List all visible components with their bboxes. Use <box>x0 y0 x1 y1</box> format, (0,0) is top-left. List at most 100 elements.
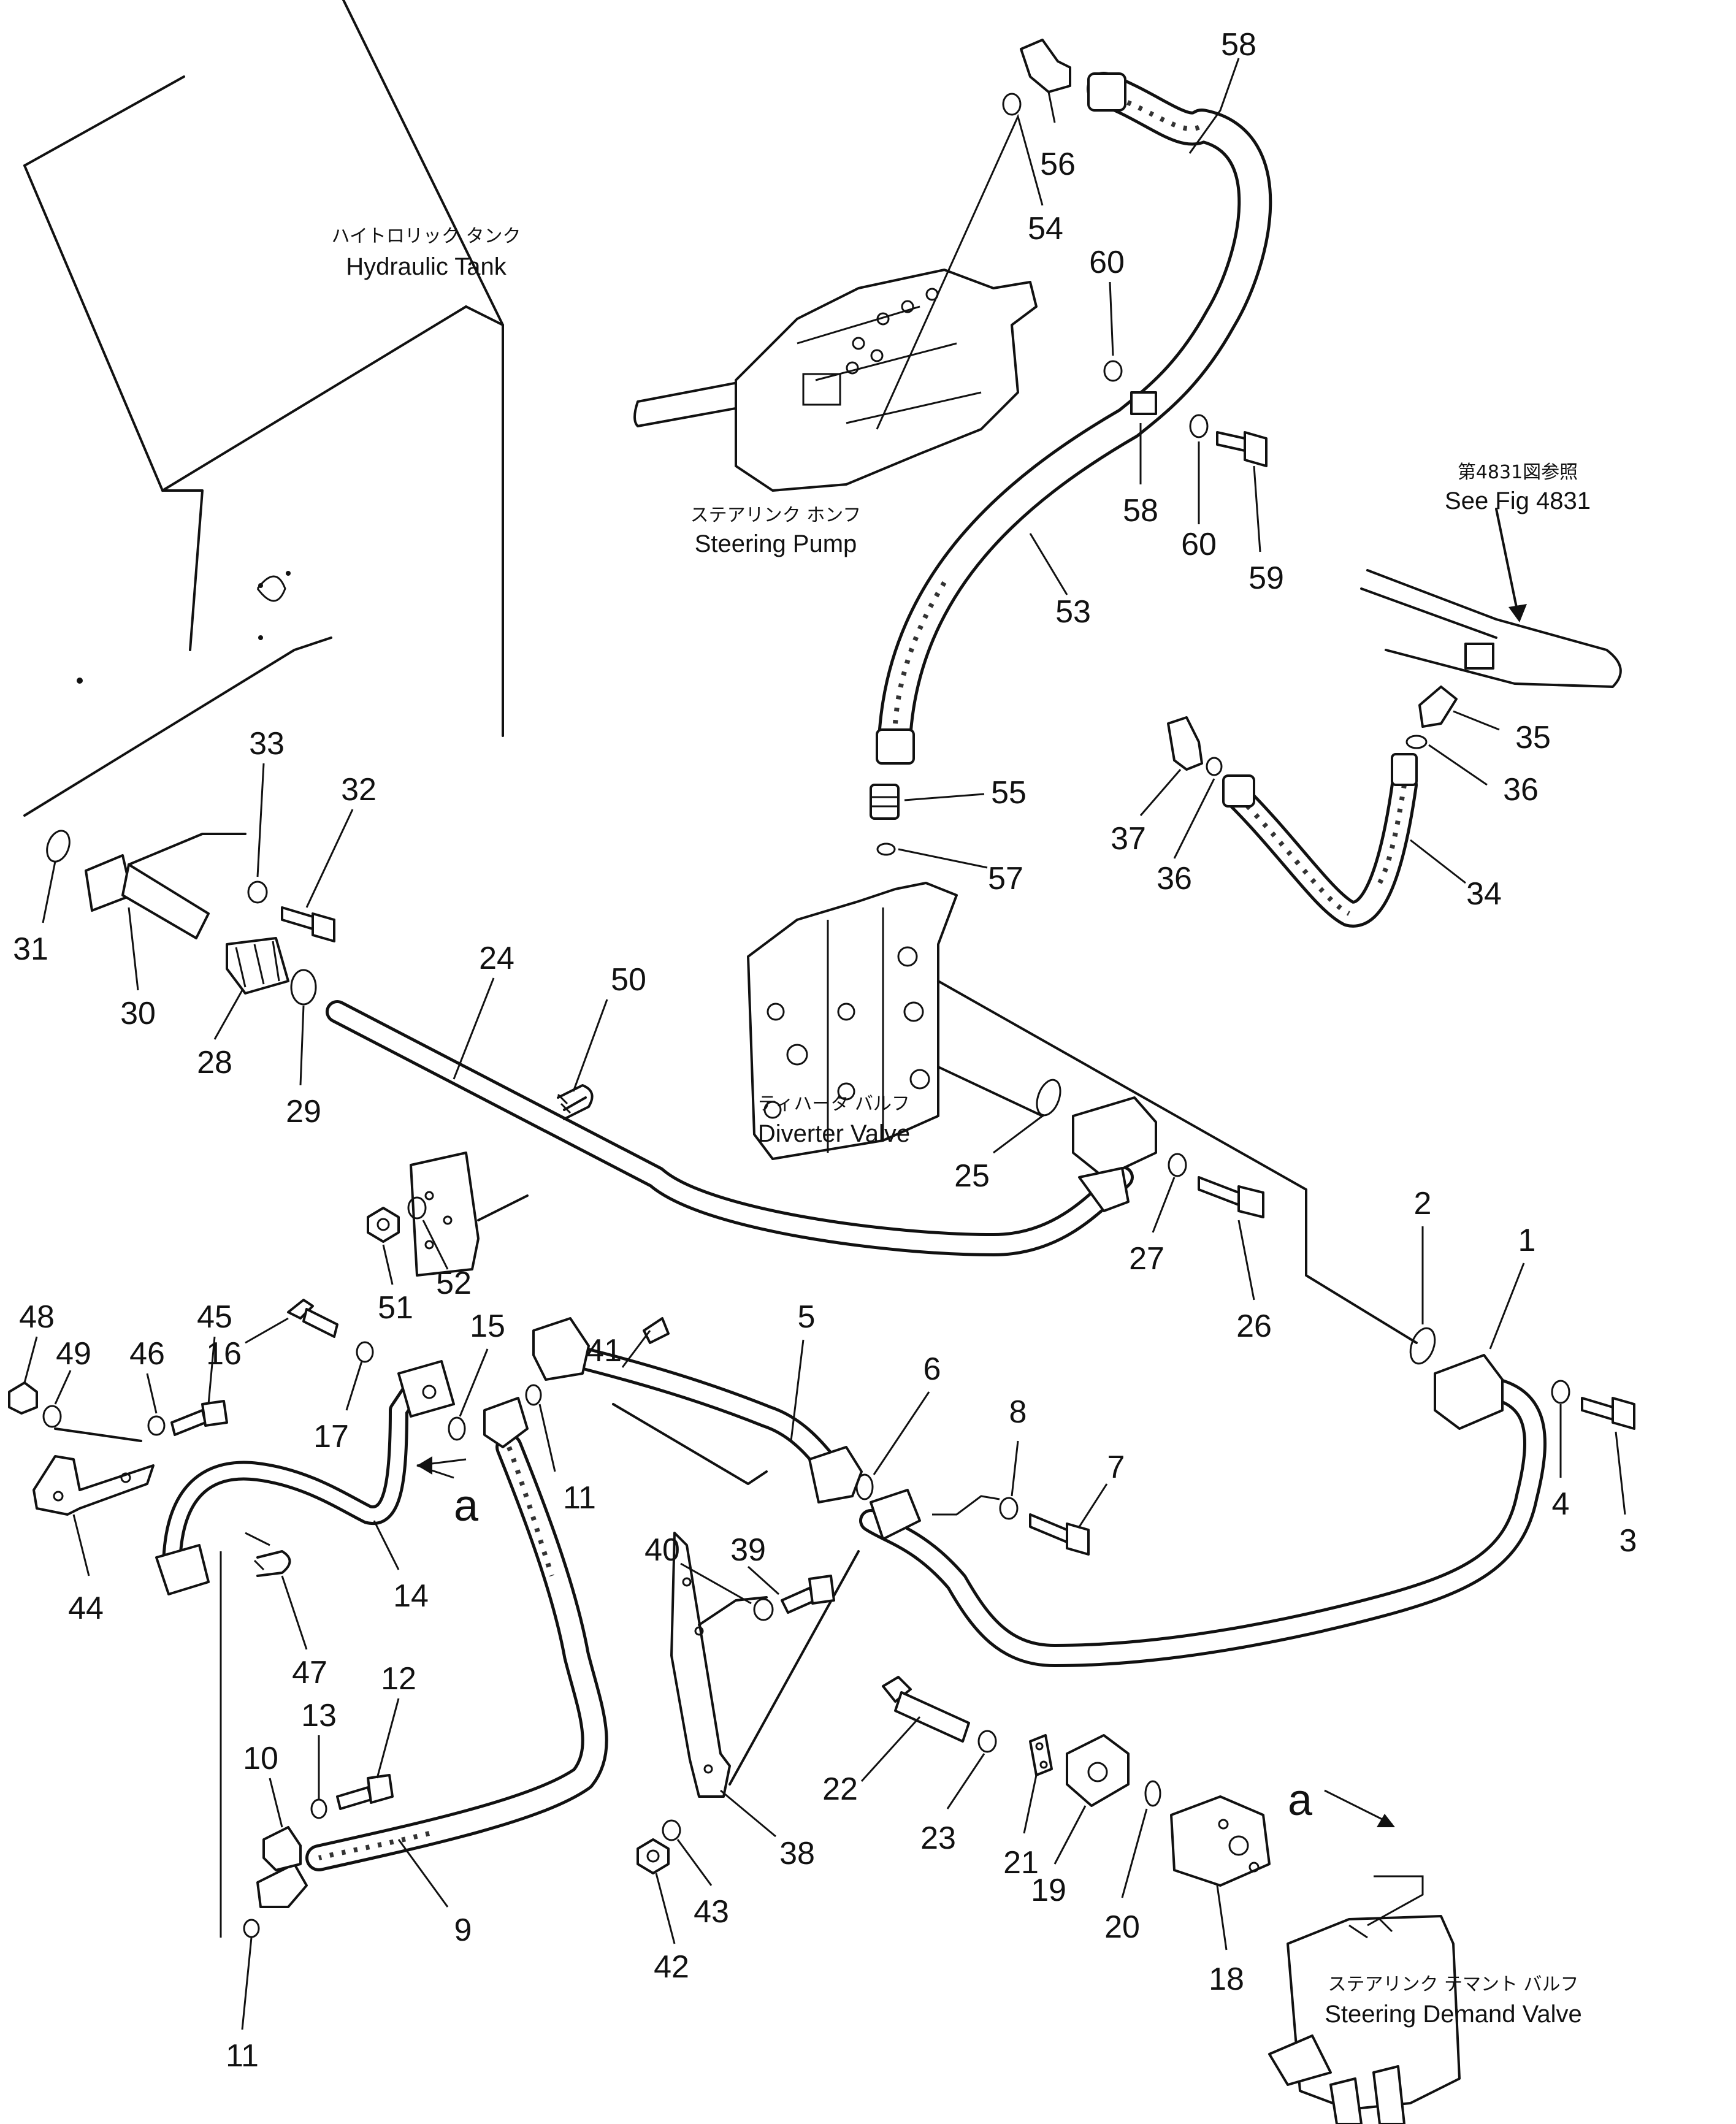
callout-52: 52 <box>436 1266 472 1301</box>
callout-8: 8 <box>1009 1394 1027 1430</box>
callout-25: 25 <box>954 1158 990 1194</box>
steering-pump-label-en: Steering Pump <box>695 530 857 557</box>
view-a-label-top: a <box>1288 1776 1313 1825</box>
steering-demand-valve <box>1268 1915 1461 2124</box>
nut-42 <box>637 1838 670 1874</box>
o-ring-57 <box>876 842 896 856</box>
callout-24: 24 <box>479 941 514 976</box>
o-ring-25 <box>1036 1079 1061 1117</box>
callout-46: 46 <box>129 1336 165 1372</box>
callout-4: 4 <box>1552 1486 1570 1522</box>
callout-31: 31 <box>13 931 48 967</box>
callout-2: 2 <box>1414 1186 1432 1221</box>
callout-58-lower: 58 <box>1123 493 1158 529</box>
callout-35: 35 <box>1515 720 1551 755</box>
bracket-38 <box>670 1532 860 1798</box>
bracket-44 <box>33 1427 155 1516</box>
callout-3: 3 <box>1619 1523 1637 1559</box>
callout-18: 18 <box>1209 1962 1244 1997</box>
callout-1: 1 <box>1518 1223 1536 1258</box>
return-pipe-see-fig-4831 <box>1360 508 1622 688</box>
o-ring-31 <box>46 830 71 863</box>
callout-54: 54 <box>1028 211 1063 246</box>
callout-36-upper: 36 <box>1503 772 1539 808</box>
steering-demand-valve-label-en: Steering Demand Valve <box>1325 2001 1582 2028</box>
callout-7: 7 <box>1107 1450 1125 1485</box>
callout-47: 47 <box>292 1655 327 1690</box>
callout-numbers: 58 56 54 60 58 60 59 53 35 36 34 37 36 5… <box>13 27 1637 2074</box>
callout-43: 43 <box>694 1894 729 1930</box>
callout-9: 9 <box>454 1912 472 1948</box>
callout-58: 58 <box>1221 27 1256 63</box>
suction-pipe-30 <box>85 833 247 939</box>
nut-51 <box>367 1207 400 1243</box>
callout-17: 17 <box>313 1419 349 1454</box>
callout-20: 20 <box>1104 1909 1140 1945</box>
hose-28 <box>226 937 289 995</box>
hydraulic-tank <box>23 0 504 817</box>
callout-60-lower: 60 <box>1181 527 1217 562</box>
washer-40 <box>753 1598 774 1621</box>
o-ring-11-upper <box>525 1384 542 1406</box>
callout-32: 32 <box>341 772 377 808</box>
bolt-3 <box>1581 1397 1635 1430</box>
callout-53: 53 <box>1055 594 1091 630</box>
o-ring-20 <box>1144 1780 1161 1807</box>
callout-30: 30 <box>120 996 156 1031</box>
o-ring-11-lower <box>243 1919 260 1938</box>
diverter-valve <box>747 882 1418 1344</box>
callout-48: 48 <box>19 1299 55 1335</box>
callout-36-lower: 36 <box>1157 861 1192 896</box>
bolt-59 <box>1216 431 1268 467</box>
bolt-39 <box>781 1575 835 1614</box>
callout-55: 55 <box>991 775 1027 811</box>
callout-49: 49 <box>56 1336 91 1372</box>
diverter-valve-label-en: Diverter Valve <box>758 1120 910 1147</box>
callout-29: 29 <box>286 1094 321 1129</box>
washer-43 <box>662 1819 681 1841</box>
elbow-fitting-35 <box>1418 686 1458 728</box>
hose-clamp-29 <box>290 969 317 1006</box>
hydraulic-tank-label-en: Hydraulic Tank <box>346 253 507 280</box>
see-fig-label-en: See Fig 4831 <box>1445 487 1591 514</box>
bolt-7 <box>1029 1513 1090 1556</box>
hose-53 <box>876 72 1272 765</box>
o-ring-15 <box>448 1416 466 1441</box>
hose-34 <box>1222 753 1418 928</box>
adapter-55 <box>870 784 900 820</box>
washer-17 <box>356 1341 374 1363</box>
callout-22: 22 <box>822 1771 858 1807</box>
callout-33: 33 <box>249 726 285 762</box>
washer-60 <box>1103 360 1123 382</box>
flange-19 <box>1066 1734 1130 1807</box>
elbow-fitting-56 <box>1020 39 1071 93</box>
callout-56: 56 <box>1040 147 1076 182</box>
callout-5: 5 <box>798 1299 816 1335</box>
steering-pump-label-jp: ステアリンク ホンフ <box>690 505 862 526</box>
bolt-26 <box>1198 1176 1264 1218</box>
callout-13: 13 <box>301 1698 337 1733</box>
pipe-14 <box>155 1360 455 1595</box>
o-ring-36 <box>1206 757 1223 776</box>
callout-59: 59 <box>1248 560 1284 596</box>
washer-46 <box>147 1415 166 1436</box>
callout-21: 21 <box>1003 1845 1039 1881</box>
callout-27: 27 <box>1129 1241 1164 1277</box>
callout-39: 39 <box>730 1532 766 1568</box>
hydraulic-tank-label-jp: ハイトロリック タンク <box>332 226 521 247</box>
callout-12: 12 <box>381 1661 416 1697</box>
callout-11-lower: 11 <box>226 2038 259 2074</box>
callout-11-upper: 11 <box>563 1480 596 1516</box>
pipe-24 <box>326 1000 1157 1256</box>
washer-60-lower <box>1189 414 1209 438</box>
washer-52 <box>407 1196 427 1220</box>
o-ring-36-upper <box>1405 735 1428 749</box>
callout-26: 26 <box>1236 1308 1272 1344</box>
callout-6: 6 <box>923 1351 941 1387</box>
pipe-5 <box>532 1317 863 1503</box>
bolt-16 <box>287 1299 338 1338</box>
callout-60: 60 <box>1089 245 1125 280</box>
callout-19: 19 <box>1031 1873 1066 1908</box>
callout-37: 37 <box>1111 821 1146 857</box>
